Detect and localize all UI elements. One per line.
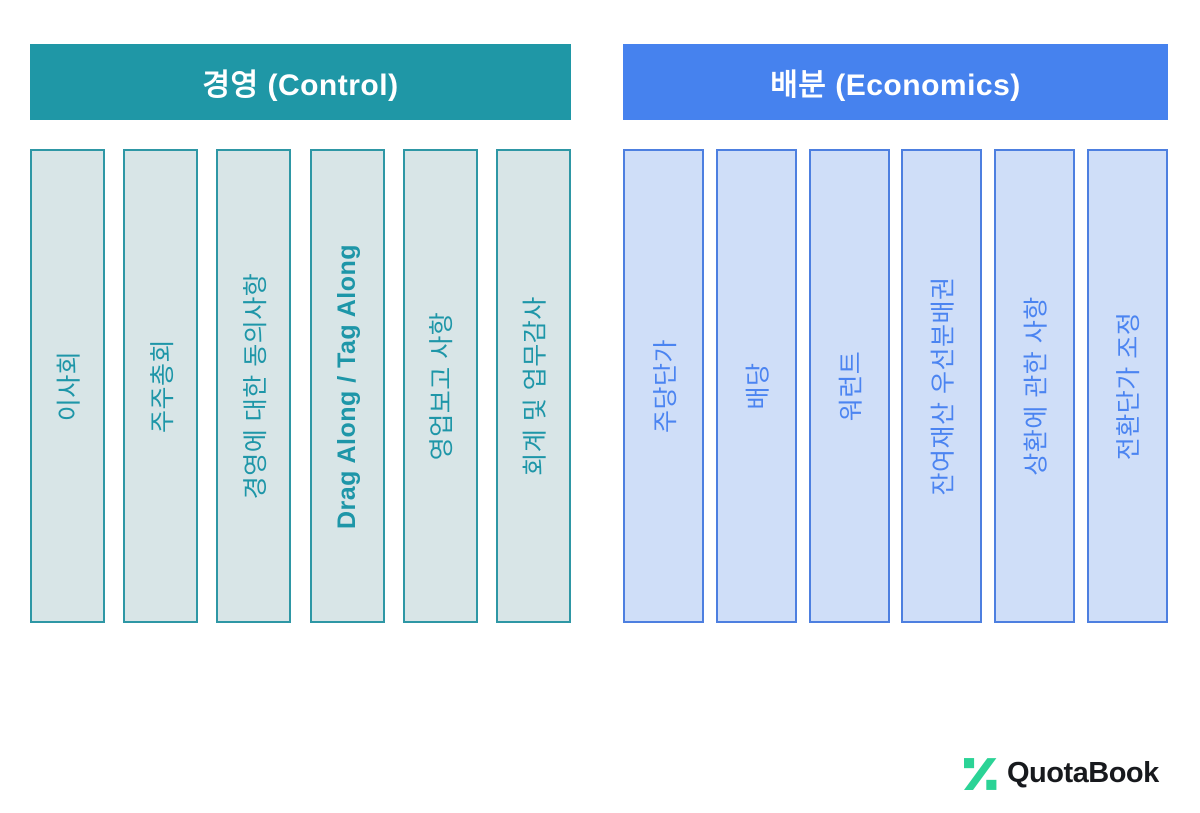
control-section-header: 경영 (Control)	[30, 44, 571, 120]
economics-section-header: 배분 (Economics)	[623, 44, 1168, 120]
control-pill-label: 주주총회	[148, 338, 177, 434]
percent-mark-icon	[964, 757, 997, 790]
economics-pill-label: 워런트	[837, 350, 866, 422]
economics-pill-liquidation-preference: 잔여재산 우선분배권	[901, 149, 983, 623]
economics-pill-redemption: 상환에 관한 사항	[994, 149, 1076, 623]
economics-column-group: 주당단가 배당 워런트 잔여재산 우선분배권 상환에 관한 사항 전환단가 조정	[623, 149, 1168, 623]
control-pill-accounting-audit: 회계 및 업무감사	[495, 149, 571, 623]
control-pill-label: Drag Along / Tag Along	[332, 243, 361, 529]
control-pill-management-consent: 경영에 대한 동의사항	[216, 149, 292, 623]
economics-pill-label: 잔여재산 우선분배권	[929, 276, 958, 496]
control-pill-label: 이사회	[55, 350, 84, 422]
economics-pill-label: 배당	[744, 362, 773, 410]
economics-pill-price-per-share: 주당단가	[623, 149, 704, 623]
control-pill-label: 영업보고 사항	[428, 311, 457, 461]
quotabook-logo: QuotaBook	[964, 757, 1159, 790]
control-pill-shareholders-meeting: 주주총회	[123, 149, 199, 623]
control-pill-business-report: 영업보고 사항	[402, 149, 478, 623]
control-pill-label: 회계 및 업무감사	[521, 296, 550, 476]
control-column-group: 이사회 주주총회 경영에 대한 동의사항 Drag Along / Tag Al…	[30, 149, 571, 623]
control-pill-label: 경영에 대한 동의사항	[241, 272, 270, 500]
quotabook-logo-text: QuotaBook	[1007, 757, 1159, 789]
economics-pill-warrant: 워런트	[808, 149, 890, 623]
economics-pill-dividend: 배당	[715, 149, 797, 623]
economics-pill-label: 전환단가 조정	[1115, 311, 1144, 461]
economics-pill-label: 주당단가	[651, 338, 680, 434]
economics-pill-conversion-price-adjustment: 전환단가 조정	[1086, 149, 1168, 623]
economics-pill-label: 상환에 관한 사항	[1022, 296, 1051, 476]
control-pill-board: 이사회	[30, 149, 105, 623]
control-pill-drag-tag-along: Drag Along / Tag Along	[309, 149, 385, 623]
